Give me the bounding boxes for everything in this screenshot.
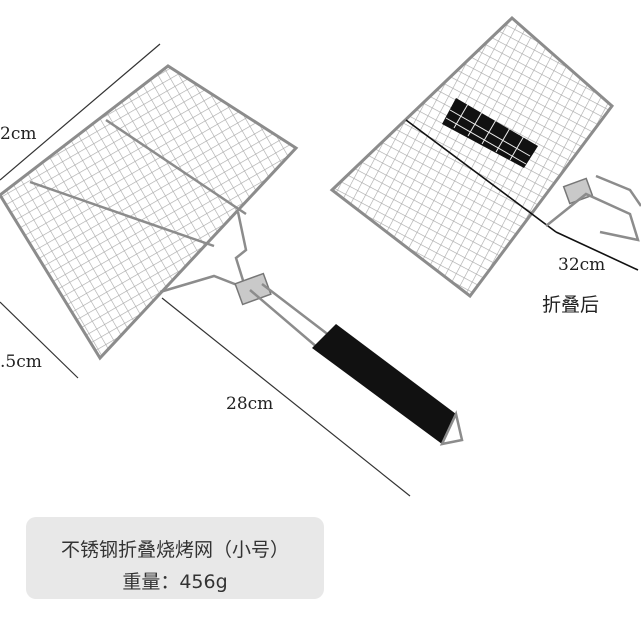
width-label: 2cm [0, 124, 37, 144]
product-weight: 重量：456g [122, 571, 228, 593]
product-info-box: 不锈钢折叠烧烤网（小号） 重量：456g [26, 517, 324, 599]
product-title: 不锈钢折叠烧烤网（小号） [60, 539, 289, 561]
depth-dimension-line [0, 301, 79, 379]
handle-dimension-line [161, 297, 411, 497]
folded-caption: 折叠后 [542, 294, 600, 316]
handle [312, 324, 456, 444]
folded-length-label: 32cm [558, 255, 606, 275]
width-dimension-line [0, 43, 161, 181]
grill-basket-folded [329, 15, 641, 299]
depth-label: .5cm [0, 352, 42, 372]
handle-length-label: 28cm [226, 394, 274, 414]
grill-basket-open [0, 64, 464, 446]
